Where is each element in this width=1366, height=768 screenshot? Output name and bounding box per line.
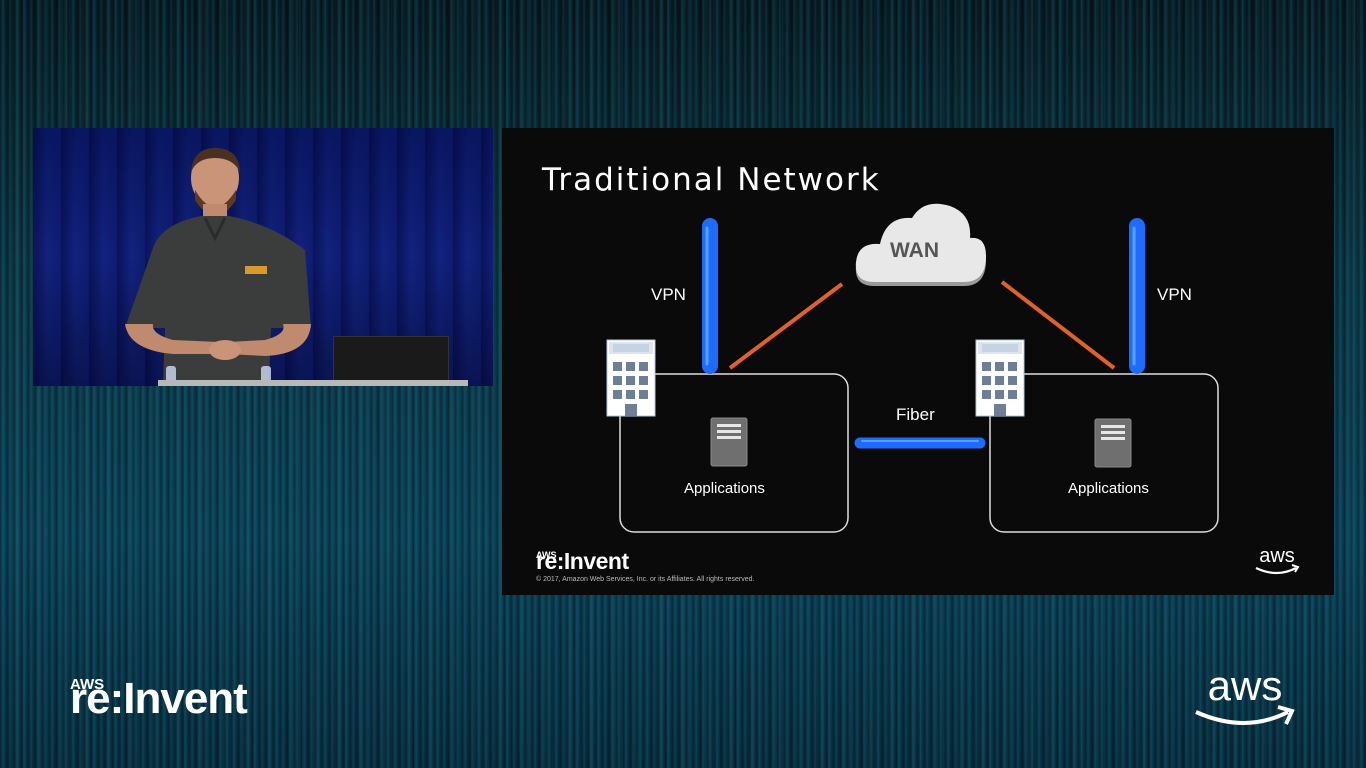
- cloud-icon: [855, 203, 986, 286]
- aws-smile-icon: aws: [1195, 662, 1295, 725]
- aws-smile-icon: aws: [1255, 545, 1300, 575]
- slide-logo-aws-text: AWS: [536, 550, 557, 560]
- fiber-label: Fiber: [896, 405, 935, 424]
- site-box-right: [989, 373, 1219, 533]
- presenter-video: [33, 128, 493, 386]
- copyright-notice: © 2017, Amazon Web Services, Inc. or its…: [536, 576, 755, 583]
- fiber-link: [854, 437, 986, 449]
- water-bottle: [166, 366, 176, 382]
- network-diagram: [606, 203, 1219, 533]
- slide-aws-text: aws: [1259, 545, 1295, 567]
- slide-logo-reinvent-text: re:Invent: [536, 548, 629, 574]
- laptop: [333, 336, 449, 384]
- event-logo-aws-text: AWS: [70, 676, 105, 693]
- vpn-pipe-left: [702, 218, 718, 374]
- wan-label: WAN: [890, 239, 939, 262]
- wan-link-right: [1000, 280, 1116, 370]
- presenter-figure: [125, 148, 311, 384]
- podium-desk: [158, 380, 468, 386]
- wan-link-left: [728, 282, 844, 370]
- slide-title: Traditional Network: [542, 162, 881, 198]
- applications-label-left: Applications: [684, 480, 765, 497]
- server-icon: [1094, 418, 1132, 468]
- server-icon: [710, 417, 748, 467]
- building-icon: [975, 339, 1025, 417]
- site-box-left: [619, 373, 849, 533]
- applications-label-right: Applications: [1068, 480, 1149, 497]
- vpn-label-right: VPN: [1157, 285, 1192, 304]
- event-logo-reinvent-text: re:Invent: [70, 674, 248, 723]
- building-icon: [606, 339, 656, 417]
- presentation-slide: Traditional Network WAN VPN VPN Fiber Ap…: [502, 128, 1334, 595]
- water-bottle: [261, 366, 271, 382]
- vpn-label-left: VPN: [651, 285, 686, 304]
- vpn-pipe-right: [1129, 218, 1145, 374]
- event-aws-text: aws: [1208, 662, 1283, 709]
